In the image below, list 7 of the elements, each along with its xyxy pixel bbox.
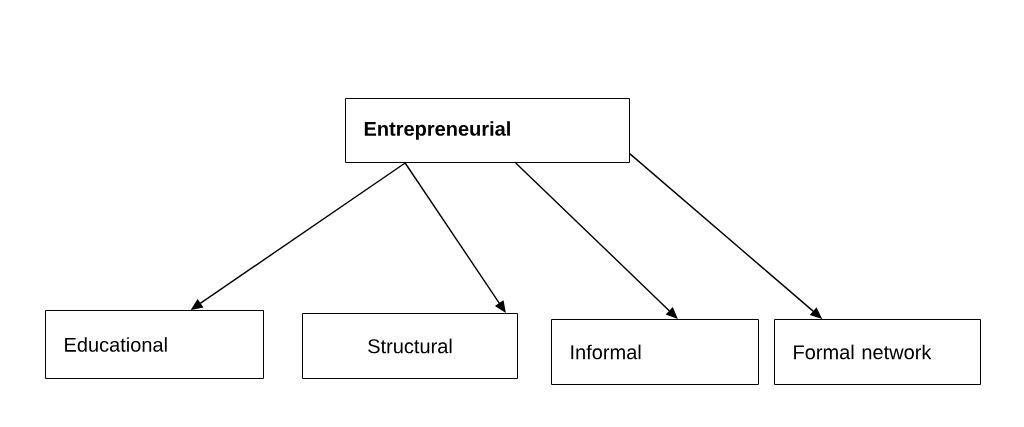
- box: Structural: [302, 313, 518, 379]
- box: Educational: [45, 310, 264, 379]
- box: Formal network: [774, 319, 981, 385]
- arrow: [515, 162, 678, 319]
- box: Informal: [551, 319, 759, 385]
- box: Entrepreneurial: [345, 98, 630, 163]
- arrow: [404, 162, 506, 313]
